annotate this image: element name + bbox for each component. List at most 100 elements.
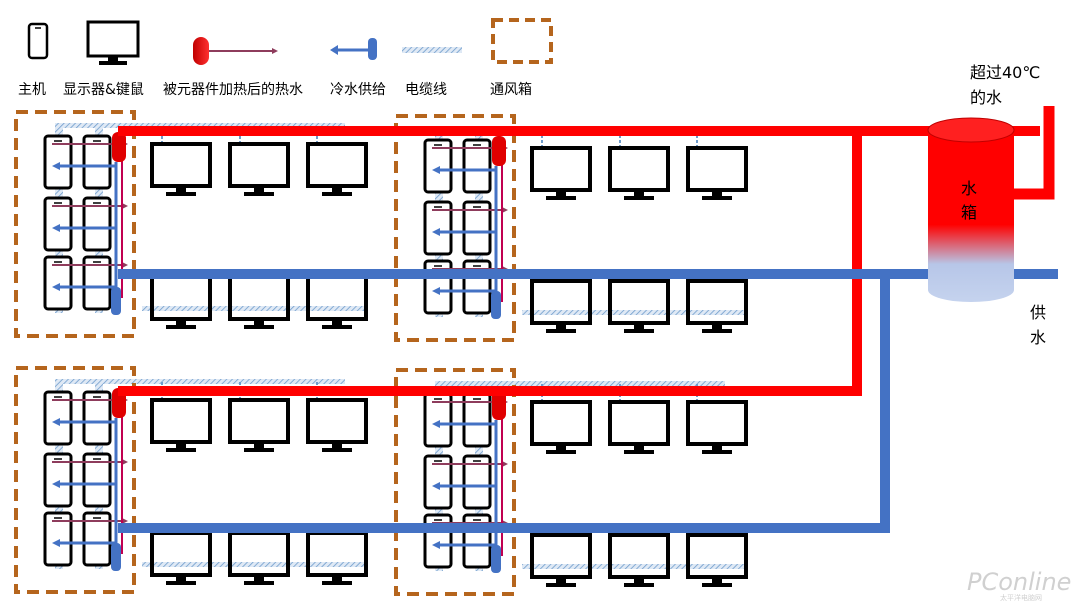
hot-branch-arrow xyxy=(122,518,128,524)
monitor-screen xyxy=(530,400,592,446)
hot-outlet xyxy=(492,136,506,166)
cold-branch-arrow xyxy=(52,480,60,488)
monitor-neck xyxy=(254,442,264,448)
server-units xyxy=(14,110,748,596)
monitor-icon xyxy=(608,146,670,200)
monitor-neck xyxy=(634,190,644,196)
watermark-brand: PConline xyxy=(967,568,1071,596)
monitor-icon xyxy=(306,398,368,452)
monitor-neck xyxy=(176,575,186,581)
host-body xyxy=(82,255,112,311)
cold-branch-arrow xyxy=(432,541,440,549)
monitor-icon xyxy=(86,20,140,65)
overflow-outlet-pipe xyxy=(1012,106,1055,200)
host-icon xyxy=(423,138,453,194)
monitor-neck xyxy=(556,323,566,329)
monitor-base xyxy=(166,192,196,196)
cable-top xyxy=(55,123,345,128)
hot-outlet xyxy=(492,390,506,420)
host-icon xyxy=(43,255,73,311)
tank-label-1: 水 xyxy=(961,179,977,198)
host-icon xyxy=(43,452,73,508)
monitor-icon xyxy=(150,531,212,585)
cold-water-pipe-icon xyxy=(330,38,377,60)
monitor-base xyxy=(702,583,732,587)
monitor-neck xyxy=(254,319,264,325)
overflow-label-2: 的水 xyxy=(970,88,1002,107)
cold-branch-arrow xyxy=(52,224,60,232)
cable-icon xyxy=(402,47,462,53)
monitor-neck xyxy=(634,323,644,329)
monitor-icon xyxy=(228,531,290,585)
monitor-base xyxy=(546,329,576,333)
monitor-neck xyxy=(332,186,342,192)
monitor-neck xyxy=(712,190,722,196)
host-body xyxy=(423,454,453,510)
cold-branch-arrow xyxy=(52,283,60,291)
monitor-icon xyxy=(150,142,212,196)
monitor-icon xyxy=(228,142,290,196)
host-icon xyxy=(43,134,73,190)
hot-water-pipe-icon xyxy=(193,37,278,65)
host-body xyxy=(82,390,112,446)
monitor-base xyxy=(546,583,576,587)
monitor-icon xyxy=(530,400,592,454)
monitor-base xyxy=(624,329,654,333)
legend-hot-water-label: 被元器件加热后的热水 xyxy=(163,82,303,98)
cable-top xyxy=(435,381,725,386)
vent-box-icon xyxy=(491,18,553,64)
cable-top xyxy=(55,379,345,384)
monitor-screen xyxy=(530,279,592,325)
cold-branch-arrow xyxy=(432,228,440,236)
cable-bottom xyxy=(522,310,747,315)
hot-branch-arrow xyxy=(122,262,128,268)
host-icon xyxy=(82,255,112,311)
monitor-screen xyxy=(686,279,748,325)
monitor-neck xyxy=(634,444,644,450)
cold-branch-arrow xyxy=(432,482,440,490)
host-icon xyxy=(423,454,453,510)
legend: 主机 显示器&键鼠 被元器件加热后的热水 冷水供给 电缆线 通风箱 xyxy=(18,18,553,98)
monitor-base xyxy=(322,581,352,585)
monitor-neck xyxy=(634,577,644,583)
monitor-icon xyxy=(530,146,592,200)
hot-outlet xyxy=(112,132,126,162)
monitor-screen xyxy=(530,146,592,192)
vent-box xyxy=(14,110,136,338)
vent-box xyxy=(14,366,136,594)
host-icon xyxy=(462,200,492,256)
host-icon xyxy=(423,200,453,256)
host-icon xyxy=(462,138,492,194)
monitor-neck xyxy=(332,442,342,448)
monitor-screen xyxy=(686,400,748,446)
monitor-screen xyxy=(228,142,290,188)
monitor-neck xyxy=(176,442,186,448)
host-body xyxy=(43,390,73,446)
cable-bottom xyxy=(522,564,747,569)
monitor-screen xyxy=(228,398,290,444)
monitor-neck xyxy=(556,190,566,196)
cold-branch-arrow xyxy=(52,418,60,426)
cold-inlet xyxy=(111,287,121,315)
monitor-neck xyxy=(712,577,722,583)
host-body xyxy=(423,200,453,256)
hot-branch-arrow xyxy=(502,207,508,213)
host-body xyxy=(43,134,73,190)
host-icon xyxy=(82,390,112,446)
unit-3 xyxy=(14,366,368,594)
monitor-icon xyxy=(306,142,368,196)
unit-2 xyxy=(394,114,748,342)
monitor-screen xyxy=(608,279,670,325)
main-pipes xyxy=(118,106,1058,533)
monitor-screen xyxy=(228,275,290,321)
host-icon xyxy=(82,452,112,508)
hot-branch-arrow xyxy=(122,459,128,465)
monitor-screen xyxy=(306,398,368,444)
monitor-base xyxy=(702,329,732,333)
host-body xyxy=(43,511,73,567)
watermark: PConline 太平洋电脑网 xyxy=(967,568,1071,602)
monitor-icon xyxy=(530,533,592,587)
host-icon xyxy=(462,454,492,510)
monitor-base xyxy=(322,192,352,196)
cable-bottom xyxy=(142,306,367,311)
